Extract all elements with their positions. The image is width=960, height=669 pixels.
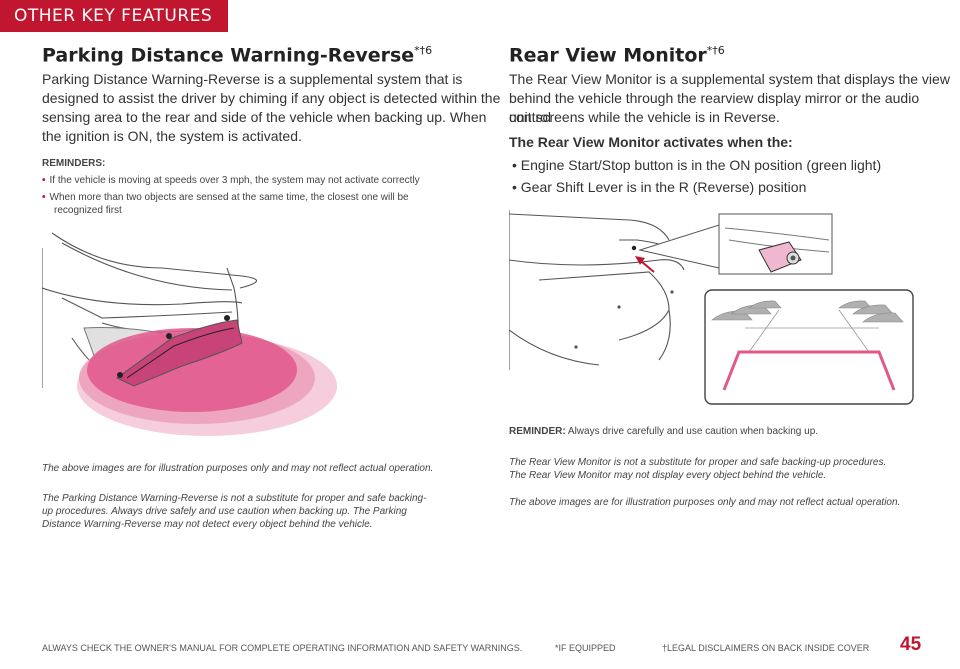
footer-legal: †LEGAL DISCLAIMERS ON BACK INSIDE COVER: [662, 643, 870, 653]
reminder-line: REMINDER: Always drive carefully and use…: [509, 426, 818, 437]
camera-icon: [758, 241, 802, 273]
activation-text-2: Gear Shift Lever is in the R (Reverse) p…: [520, 179, 807, 195]
right-body-line-3: unit screens while the vehicle is in Rev…: [509, 109, 780, 125]
sensor-dot: [224, 315, 230, 321]
left-disclaimer-line-2: up procedures. Always drive safely and u…: [42, 506, 407, 517]
right-title-marks: *†6: [706, 44, 725, 57]
camera-location-dot: [631, 245, 637, 251]
reminder-item-2-cont: recognized first: [54, 205, 122, 216]
left-body-line-4: the ignition is ON, the system is activa…: [42, 128, 302, 144]
left-title: Parking Distance Warning-Reverse*†6: [42, 44, 432, 66]
left-title-text: Parking Distance Warning-Reverse: [42, 44, 415, 67]
activates-heading: The Rear View Monitor activates when the…: [509, 134, 793, 150]
guide-line: [722, 350, 896, 391]
right-title-text: Rear View Monitor: [509, 44, 707, 67]
activation-text-1: Engine Start/Stop button is in the ON po…: [520, 157, 882, 173]
left-disclaimer-line-3: Distance Warning-Reverse may not detect …: [42, 519, 373, 530]
footer-if-equipped: *IF EQUIPPED: [555, 643, 616, 653]
reminder-text: Always drive carefully and use caution w…: [567, 426, 819, 437]
reminder-text-1: If the vehicle is moving at speeds over …: [49, 175, 420, 186]
footer-manual-note: ALWAYS CHECK THE OWNER'S MANUAL FOR COMP…: [42, 643, 523, 653]
right-body-line-2: behind the vehicle through the rearview …: [509, 90, 920, 125]
parking-sensor-illustration: [42, 232, 337, 436]
reminder-label: REMINDER:: [509, 426, 566, 437]
activation-item-2: • Gear Shift Lever is in the R (Reverse)…: [512, 179, 806, 195]
reminder-text-2: When more than two objects are sensed at…: [49, 192, 409, 203]
right-body-line-1: The Rear View Monitor is a supplemental …: [509, 71, 950, 87]
left-body-line-2: designed to assist the driver by chiming…: [42, 90, 501, 106]
arrow-icon: [635, 256, 645, 265]
bullet-dot: •: [42, 192, 46, 203]
monitor-screen: [704, 289, 914, 405]
sensor-dot: [166, 333, 172, 339]
page-number: 45: [900, 634, 922, 655]
right-caption: The above images are for illustration pu…: [509, 497, 901, 508]
left-caption: The above images are for illustration pu…: [42, 463, 434, 474]
reminder-item-1: •If the vehicle is moving at speeds over…: [42, 174, 420, 187]
bullet-dot: •: [512, 179, 521, 195]
rear-camera-illustration: [509, 210, 914, 405]
left-body-line-3: sensing area to the rear and side of the…: [42, 109, 487, 125]
bullet-dot: •: [42, 175, 46, 186]
right-disclaimer-line-1: The Rear View Monitor is not a substitut…: [509, 457, 887, 468]
reminder-item-2: •When more than two objects are sensed a…: [42, 191, 409, 204]
sensor-dot: [117, 372, 123, 378]
right-title: Rear View Monitor*†6: [509, 44, 725, 66]
bullet-dot: •: [512, 157, 521, 173]
activation-item-1: • Engine Start/Stop button is in the ON …: [512, 157, 881, 173]
reminders-heading: REMINDERS:: [42, 158, 106, 169]
left-disclaimer-line-1: The Parking Distance Warning-Reverse is …: [42, 493, 427, 504]
right-disclaimer-line-2: The Rear View Monitor may not display ev…: [509, 470, 827, 481]
left-title-marks: *†6: [414, 44, 433, 57]
section-tab: OTHER KEY FEATURES: [0, 0, 228, 32]
left-body-line-1: Parking Distance Warning-Reverse is a su…: [42, 71, 463, 87]
